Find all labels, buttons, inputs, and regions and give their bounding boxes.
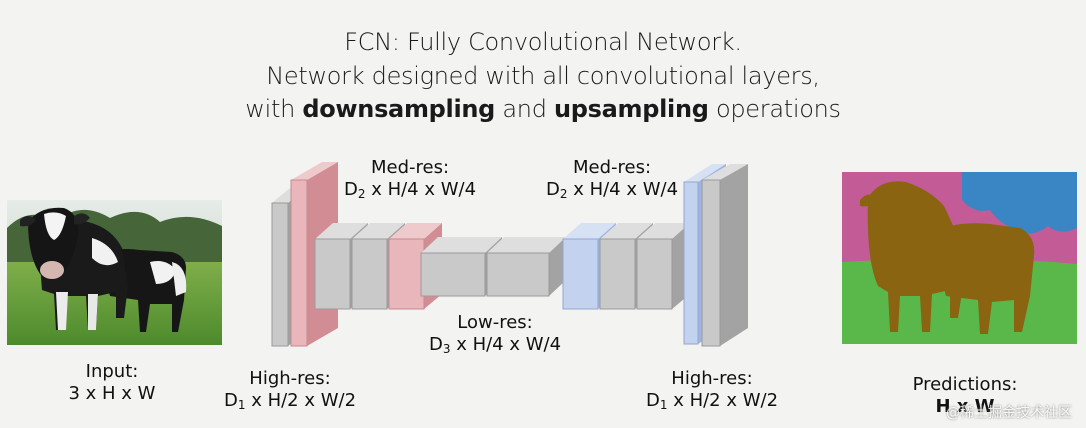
prediction-image bbox=[842, 172, 1077, 344]
low-res-label: Low-res: D3 x H/4 x W/4 bbox=[428, 312, 562, 356]
high-res-left-label: High-res: D1 x H/2 x W/2 bbox=[223, 368, 357, 412]
med-res-left-label: Med-res: D2 x H/4 x W/4 bbox=[343, 157, 477, 201]
title-line-2: Network designed with all convolutional … bbox=[266, 62, 820, 90]
input-image bbox=[7, 200, 222, 345]
layer-high-res-right bbox=[701, 164, 748, 347]
predictions-label: Predictions: H x W bbox=[912, 374, 1018, 417]
input-label: Input: 3 x H x W bbox=[68, 361, 156, 404]
title-line-1: FCN: Fully Convolutional Network. bbox=[344, 28, 742, 56]
upsampling-emphasis: upsampling bbox=[553, 95, 709, 123]
med-res-right-label: Med-res: D2 x H/4 x W/4 bbox=[545, 157, 679, 201]
downsampling-emphasis: downsampling bbox=[302, 95, 496, 123]
high-res-right-label: High-res: D1 x H/2 x W/2 bbox=[645, 368, 779, 412]
layer-med-res-right-3 bbox=[636, 223, 690, 310]
watermark-text: @稀土掘金技术社区 bbox=[946, 405, 1072, 421]
layer-low-res-2 bbox=[486, 237, 566, 297]
title-line-3: with downsampling and upsampling operati… bbox=[245, 95, 841, 123]
